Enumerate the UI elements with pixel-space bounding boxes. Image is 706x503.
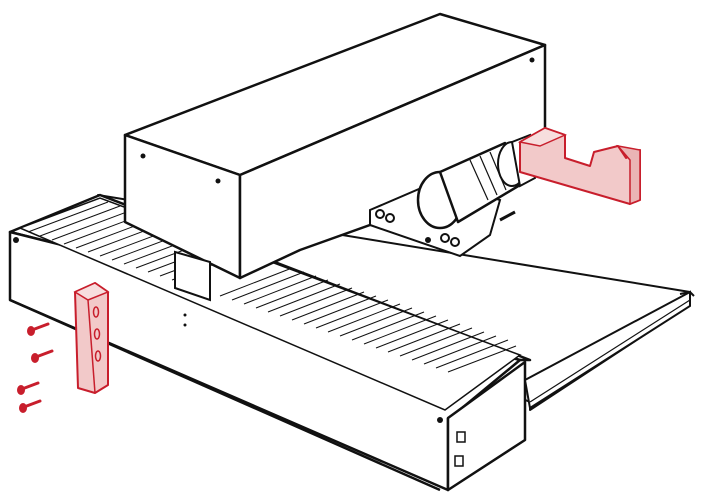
screw [27,322,50,336]
left-mounting-bracket-highlight [73,282,110,394]
lens-tube-assembly [369,133,537,258]
screw [31,349,54,363]
carriage-block [174,250,211,302]
screw [19,399,42,413]
screw [17,381,40,395]
slatted-cutting-bed [17,197,522,411]
laser-head-housing [123,12,547,327]
mounting-screws [17,322,54,413]
right-mounting-bracket-highlight [517,127,641,206]
